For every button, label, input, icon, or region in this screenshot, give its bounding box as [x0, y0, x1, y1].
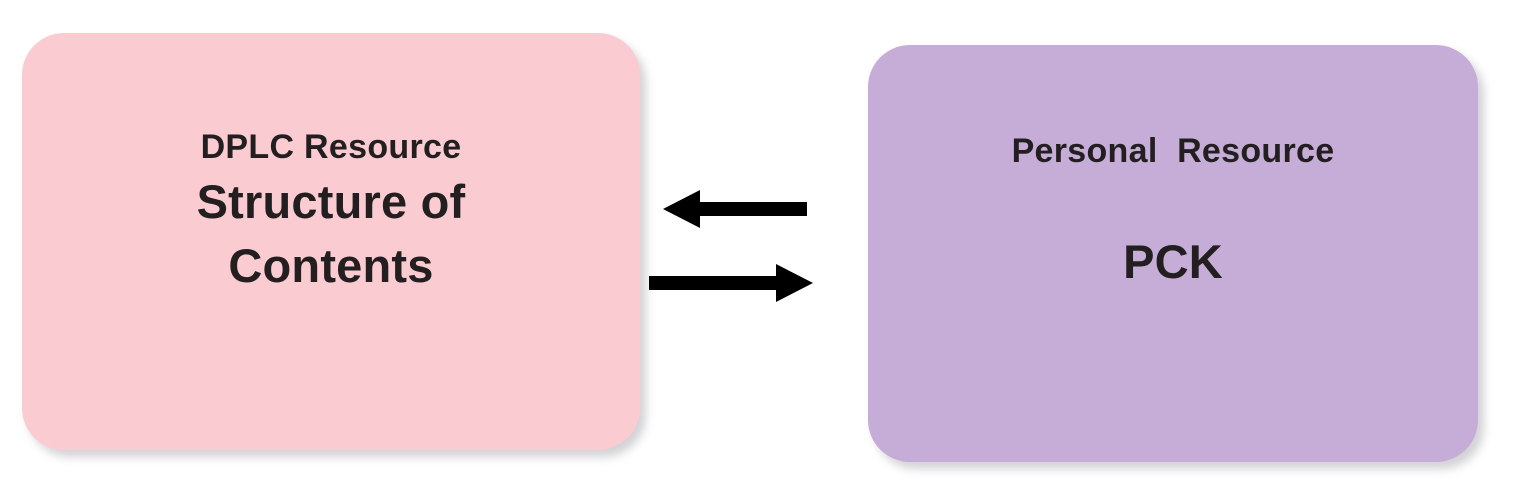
node-dplc-resource[interactable]: DPLC Resource Structure of Contents: [22, 33, 640, 450]
node-dplc-title-line2: Contents: [228, 239, 434, 293]
node-personal-title-line1: PCK: [1123, 234, 1223, 288]
node-personal-subtitle: Personal Resource: [1011, 132, 1335, 170]
arrow-left-icon: [663, 190, 807, 228]
node-personal-resource[interactable]: Personal Resource PCK: [868, 45, 1478, 462]
node-dplc-title-line1: Structure of: [196, 174, 466, 228]
arrow-right-icon: [649, 264, 813, 302]
node-dplc-subtitle: DPLC Resource: [200, 128, 462, 166]
